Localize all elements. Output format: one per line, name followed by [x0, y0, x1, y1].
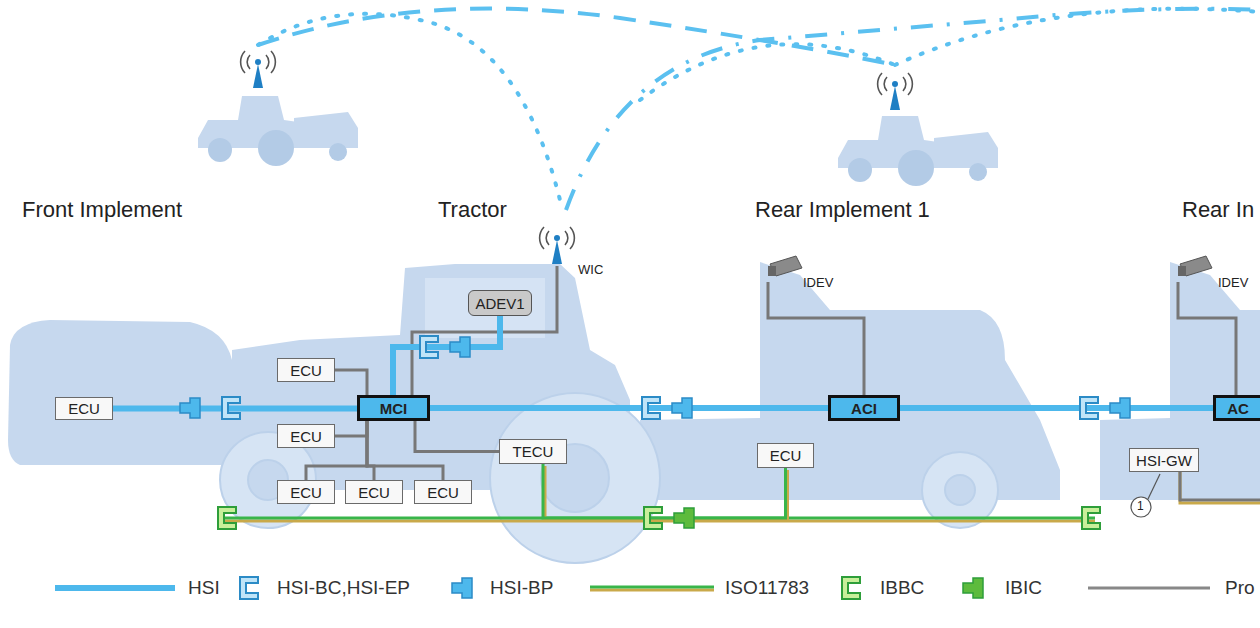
ecu-box: ECU	[414, 480, 472, 504]
ecu-box: ECU	[277, 424, 335, 448]
legend-text: HSI-BP	[490, 577, 553, 599]
bus-connector	[335, 421, 367, 436]
section-title: Rear In	[1182, 197, 1254, 223]
legend-text: IBIC	[1005, 577, 1042, 599]
bus-connector	[415, 421, 499, 452]
node-label: ADEV1	[475, 295, 524, 312]
part-label: WIC	[578, 262, 603, 277]
node-label: ACI	[851, 400, 877, 417]
section-title: Front Implement	[22, 197, 182, 223]
ecu-box: ECU	[757, 443, 814, 468]
section-title: Rear Implement 1	[755, 197, 930, 223]
legend-text: ISO11783	[725, 577, 809, 599]
bus-connector	[335, 370, 367, 395]
bus-connector	[900, 408, 1213, 409]
node-label: ECU	[290, 362, 322, 379]
ecu-box: TECU	[499, 439, 567, 464]
legend-text: IBBC	[880, 577, 924, 599]
callout-number: 1	[1137, 499, 1144, 513]
bus-connector	[393, 316, 500, 395]
node-label: ECU	[68, 400, 100, 417]
bus-connector	[543, 464, 788, 520]
section-title: Tractor	[438, 197, 507, 223]
ecu-box: ECU	[277, 480, 335, 504]
ecu-box: ECU	[345, 480, 403, 504]
node-label: ECU	[427, 484, 459, 501]
ecu-box: ECU	[55, 397, 113, 420]
node-label: ECU	[358, 484, 390, 501]
interface-box: MCI	[357, 395, 430, 421]
node-label: TECU	[513, 443, 554, 460]
node-label: AC	[1227, 400, 1249, 417]
ecu-box: HSI-GW	[1129, 448, 1199, 472]
bus-connector	[430, 408, 828, 409]
part-label: IDEV	[803, 275, 833, 290]
legend-text: HSI	[188, 577, 220, 599]
node-label: ECU	[770, 447, 802, 464]
ecu-box: ADEV1	[468, 290, 532, 316]
node-label: MCI	[380, 400, 408, 417]
legend-text: Pro	[1225, 577, 1255, 599]
ecu-box: ECU	[277, 358, 335, 382]
interface-box: AC	[1213, 395, 1260, 421]
node-label: HSI-GW	[1136, 452, 1192, 469]
interface-box: ACI	[828, 395, 900, 421]
part-label: IDEV	[1218, 275, 1248, 290]
node-label: ECU	[290, 484, 322, 501]
node-label: ECU	[290, 428, 322, 445]
bus-connector	[113, 408, 357, 409]
legend-text: HSI-BC,HSI-EP	[277, 577, 410, 599]
